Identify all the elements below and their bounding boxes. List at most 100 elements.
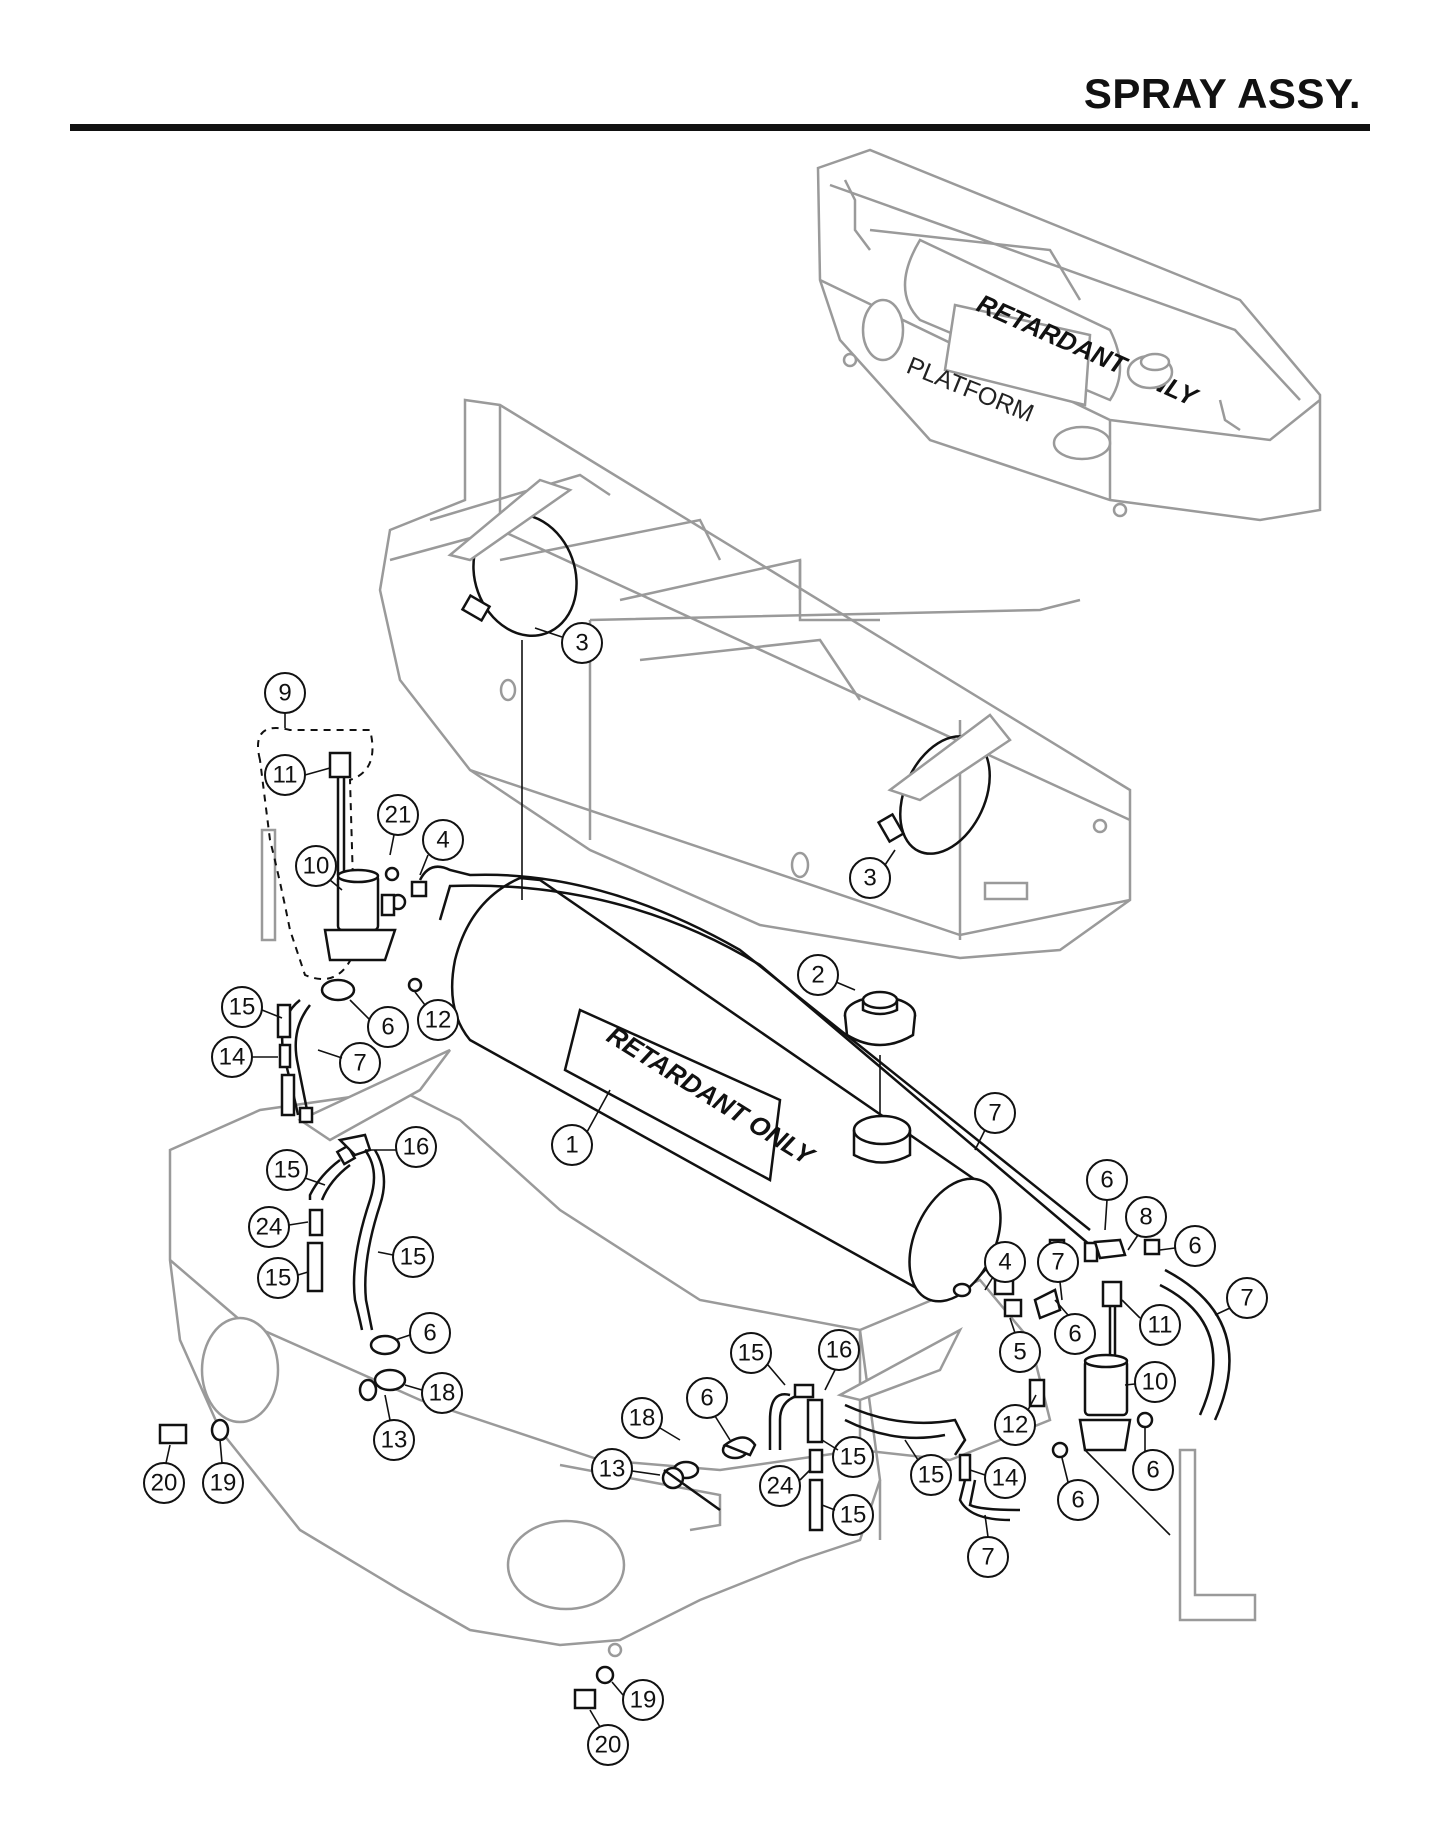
svg-text:15: 15 xyxy=(229,994,256,1021)
platform-inset: RETARDANT ONLY PLATFORM xyxy=(816,148,1322,522)
fill-cap-part-2 xyxy=(843,990,917,1115)
callout-1: 1 xyxy=(551,1124,593,1166)
callout-15g: 15 xyxy=(832,1494,874,1536)
callout-3b: 3 xyxy=(849,857,891,899)
svg-text:11: 11 xyxy=(1148,1312,1173,1339)
callout-6h: 6 xyxy=(1057,1479,1099,1521)
hose-7-upper-inner xyxy=(438,884,1091,1246)
svg-text:7: 7 xyxy=(353,1050,366,1077)
callout-5: 5 xyxy=(999,1331,1041,1373)
callout-11a: 11 xyxy=(264,754,306,796)
callout-24b: 24 xyxy=(759,1465,801,1507)
svg-text:3: 3 xyxy=(863,865,876,892)
callout-8: 8 xyxy=(1125,1196,1167,1238)
callout-2: 2 xyxy=(797,954,839,996)
callout-16a: 16 xyxy=(395,1126,437,1168)
callout-14b: 14 xyxy=(984,1457,1026,1499)
svg-text:5: 5 xyxy=(1013,1339,1026,1366)
svg-text:7: 7 xyxy=(1051,1249,1064,1276)
title-rule xyxy=(70,124,1370,131)
callout-12b: 12 xyxy=(994,1404,1036,1446)
svg-text:15: 15 xyxy=(274,1157,301,1184)
callout-16b: 16 xyxy=(818,1329,860,1371)
svg-text:8: 8 xyxy=(1139,1204,1152,1231)
callout-10b: 10 xyxy=(1134,1361,1176,1403)
upper-frame xyxy=(378,398,1132,960)
callout-7d: 7 xyxy=(1226,1277,1268,1319)
svg-text:6: 6 xyxy=(1188,1233,1201,1260)
svg-text:21: 21 xyxy=(385,802,412,829)
svg-text:15: 15 xyxy=(840,1444,867,1471)
callout-6c: 6 xyxy=(1174,1225,1216,1267)
callout-6f: 6 xyxy=(686,1377,728,1419)
svg-text:24: 24 xyxy=(256,1214,283,1241)
callout-11b: 11 xyxy=(1139,1304,1181,1346)
svg-text:1: 1 xyxy=(565,1132,578,1159)
svg-text:13: 13 xyxy=(381,1427,408,1454)
callout-20b: 20 xyxy=(587,1724,629,1766)
svg-text:12: 12 xyxy=(1002,1412,1029,1439)
callout-4a: 4 xyxy=(422,819,464,861)
svg-text:11: 11 xyxy=(273,762,298,789)
left-pump-group xyxy=(257,727,428,1166)
callout-3a: 3 xyxy=(561,622,603,664)
svg-text:13: 13 xyxy=(599,1456,626,1483)
svg-text:24: 24 xyxy=(767,1473,794,1500)
right-lower-plumbing xyxy=(573,1383,1021,1710)
svg-text:15: 15 xyxy=(400,1244,427,1271)
callout-4b: 4 xyxy=(984,1241,1026,1283)
svg-text:6: 6 xyxy=(1071,1487,1084,1514)
callout-6g: 6 xyxy=(1132,1449,1174,1491)
callout-7c: 7 xyxy=(1037,1241,1079,1283)
callout-15b: 15 xyxy=(266,1149,308,1191)
callout-13b: 13 xyxy=(591,1448,633,1490)
callout-15f: 15 xyxy=(832,1436,874,1478)
svg-text:10: 10 xyxy=(1142,1369,1169,1396)
svg-text:14: 14 xyxy=(992,1465,1019,1492)
svg-text:7: 7 xyxy=(988,1100,1001,1127)
svg-text:6: 6 xyxy=(1068,1321,1081,1348)
callout-21: 21 xyxy=(377,794,419,836)
page-title: SPRAY ASSY. xyxy=(1083,70,1361,117)
svg-text:16: 16 xyxy=(826,1337,853,1364)
svg-text:14: 14 xyxy=(219,1044,246,1071)
callout-15d: 15 xyxy=(257,1257,299,1299)
svg-text:16: 16 xyxy=(403,1134,430,1161)
hose-7-upper xyxy=(418,865,1091,1231)
svg-text:7: 7 xyxy=(981,1544,994,1571)
callout-18a: 18 xyxy=(421,1372,463,1414)
svg-text:15: 15 xyxy=(840,1502,867,1529)
callout-13a: 13 xyxy=(373,1419,415,1461)
callout-9: 9 xyxy=(264,672,306,714)
callout-19b: 19 xyxy=(622,1679,664,1721)
lower-shroud xyxy=(168,828,1257,1658)
hose-7-right-inner xyxy=(1159,1283,1215,1416)
callout-15a: 15 xyxy=(221,986,263,1028)
svg-text:7: 7 xyxy=(1240,1285,1253,1312)
callout-15e: 15 xyxy=(730,1332,772,1374)
callout-7a: 7 xyxy=(339,1042,381,1084)
svg-text:18: 18 xyxy=(429,1380,456,1407)
callout-14a: 14 xyxy=(211,1036,253,1078)
svg-text:4: 4 xyxy=(998,1249,1011,1276)
callout-6e: 6 xyxy=(409,1312,451,1354)
callout-6a: 6 xyxy=(367,1006,409,1048)
hose-7-right xyxy=(1164,1268,1231,1421)
callout-12a: 12 xyxy=(417,999,459,1041)
svg-text:12: 12 xyxy=(425,1007,452,1034)
svg-text:6: 6 xyxy=(381,1014,394,1041)
svg-text:6: 6 xyxy=(423,1320,436,1347)
svg-text:6: 6 xyxy=(1146,1457,1159,1484)
callout-20a: 20 xyxy=(143,1462,185,1504)
svg-text:18: 18 xyxy=(629,1405,656,1432)
svg-text:15: 15 xyxy=(918,1462,945,1489)
svg-text:19: 19 xyxy=(630,1687,657,1714)
callout-24a: 24 xyxy=(248,1206,290,1248)
svg-text:20: 20 xyxy=(595,1732,622,1759)
svg-text:9: 9 xyxy=(278,680,291,707)
svg-text:6: 6 xyxy=(1100,1167,1113,1194)
callout-6b: 6 xyxy=(1086,1159,1128,1201)
svg-text:20: 20 xyxy=(151,1470,178,1497)
svg-text:6: 6 xyxy=(700,1385,713,1412)
